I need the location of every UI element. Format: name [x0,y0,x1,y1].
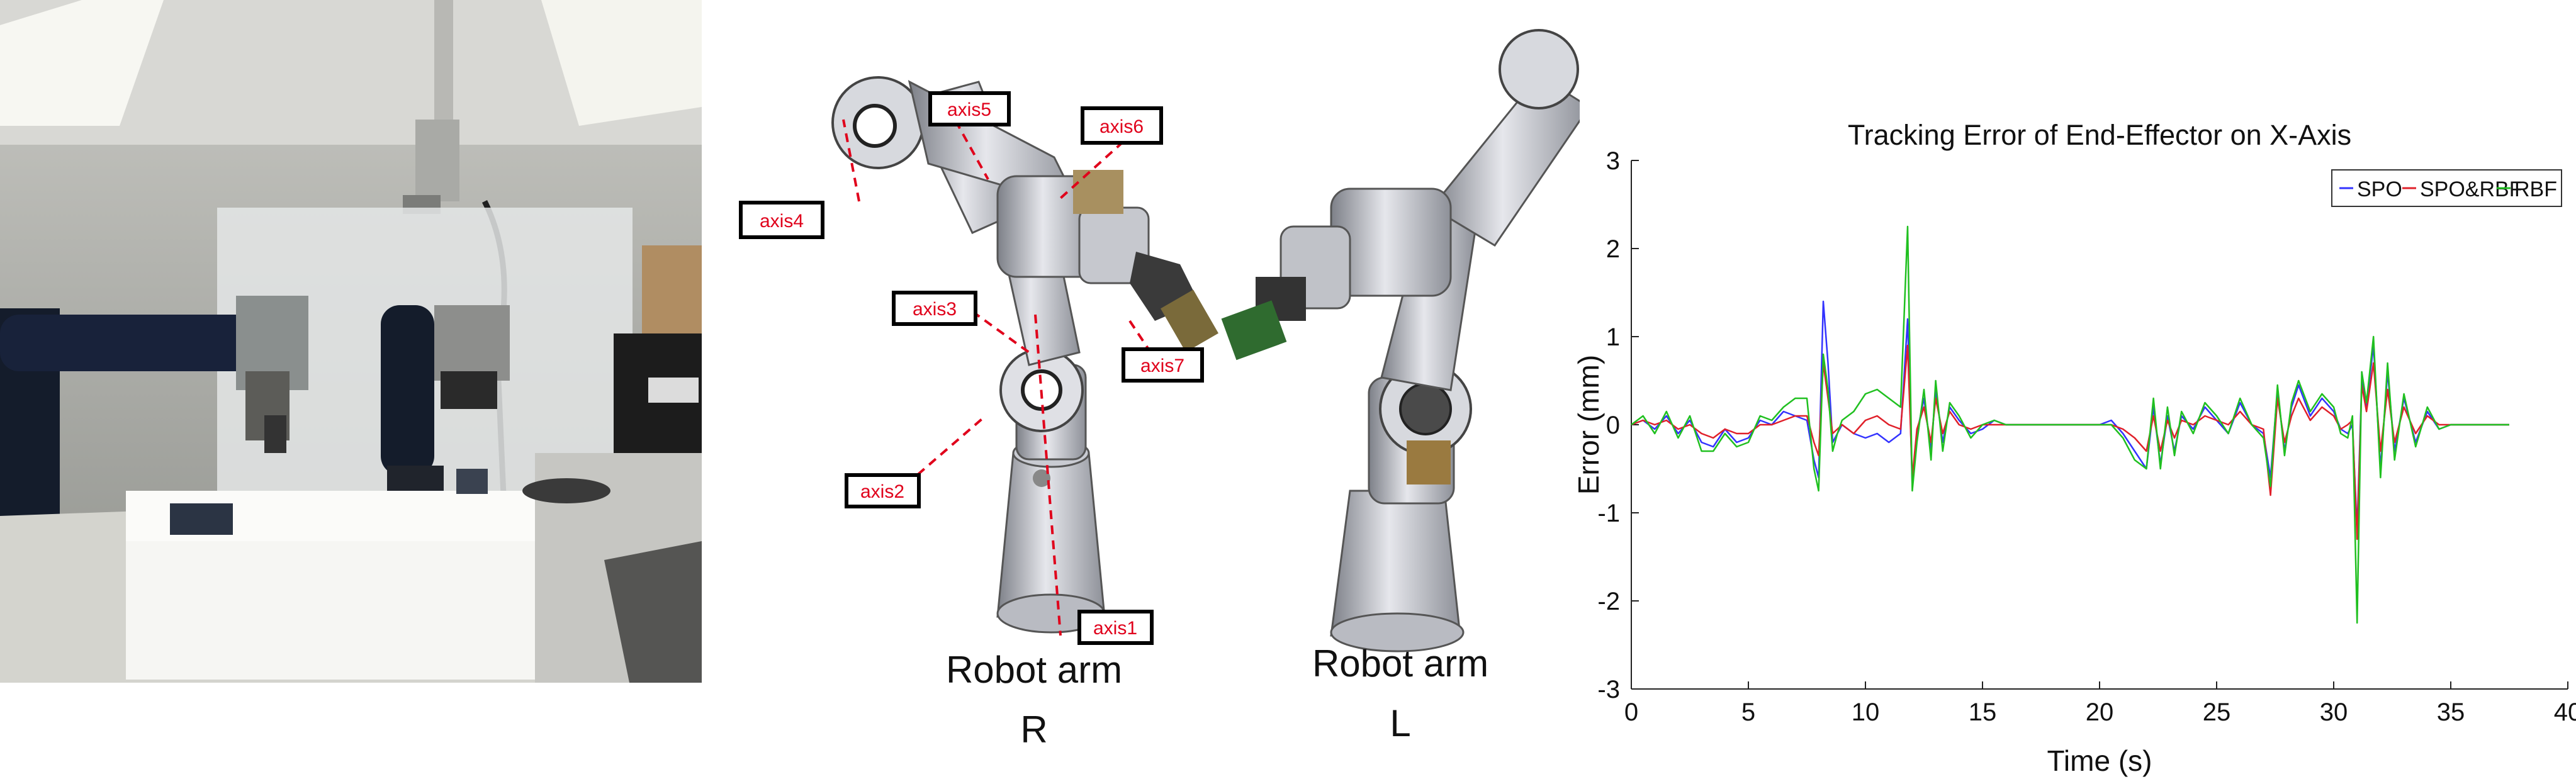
x-tick-label: 35 [2437,698,2465,726]
axis-tag-7-label: axis7 [1140,356,1184,376]
x-tick-label: 30 [2320,698,2348,726]
robot-arm-drawings: axis1 axis2 axis3 axis4 axis5 axis6 [739,29,1591,751]
y-axis-label: Error (mm) [1572,355,1605,495]
axis-tag-5-label: axis5 [947,99,991,120]
axis-label-tags: axis1 axis2 axis3 axis4 axis5 axis6 [739,91,1204,645]
lab-photo-illustration [0,0,702,683]
axis-tag-4: axis4 [739,201,824,239]
y-tick-label: -3 [1597,676,1620,703]
robot-arm-r-caption: Robot arm [946,649,1122,691]
y-tick-label: 2 [1606,235,1620,263]
legend-label-3: RBF [2514,177,2557,201]
x-tick-label: 20 [2086,698,2114,726]
y-tick-label: -1 [1597,500,1620,527]
x-tick-label: 40 [2554,698,2576,726]
y-tick-label: 1 [1606,323,1620,351]
tracking-error-chart-svg: Tracking Error of End-Effector on X-Axis… [1572,119,2576,777]
axis-tag-7: axis7 [1122,347,1204,383]
x-axis-label: Time (s) [2047,744,2152,777]
chart-title: Tracking Error of End-Effector on X-Axis [1848,119,2351,151]
series-line-2 [1631,344,2509,540]
axis-tag-2-label: axis2 [860,481,904,502]
y-tick-label: 0 [1606,412,1620,439]
y-tick-label: -2 [1597,588,1620,615]
lab-photo [0,0,702,683]
robot-arm-r-label: R [1020,708,1047,751]
x-tick-label: 25 [2203,698,2231,726]
axis-tag-5: axis5 [928,91,1011,126]
legend-label-2: SPO&RBF [2420,177,2522,201]
robot-arm-l-drawing [1221,29,1591,652]
y-tick-label: 3 [1606,147,1620,175]
axis-tag-6-label: axis6 [1100,116,1144,137]
robot-arm-l-caption: Robot arm [1312,642,1488,685]
x-tick-label: 0 [1624,698,1638,726]
tracking-error-chart: Tracking Error of End-Effector on X-Axis… [1536,0,2576,781]
series-line-3 [1631,225,2509,624]
robot-arm-figure: axis1 axis2 axis3 axis4 axis5 axis6 [702,0,1591,781]
legend-label-1: SPO [2357,177,2402,201]
legend-box [2331,169,2562,207]
robot-arm-l-label: L [1390,702,1410,744]
x-tick-label: 5 [1741,698,1755,726]
axis-tag-1: axis1 [1077,610,1154,645]
axis-tag-3-label: axis3 [913,299,957,320]
axis-tag-2: axis2 [845,473,921,508]
x-tick-label: 10 [1852,698,1880,726]
axis-tag-1-label: axis1 [1093,618,1137,639]
axis-tag-6: axis6 [1081,106,1163,145]
axis-tag-4-label: axis4 [760,211,804,232]
axis-tag-3: axis3 [892,291,977,326]
x-tick-label: 15 [1969,698,1997,726]
robot-arm-r-drawing [831,76,1218,634]
